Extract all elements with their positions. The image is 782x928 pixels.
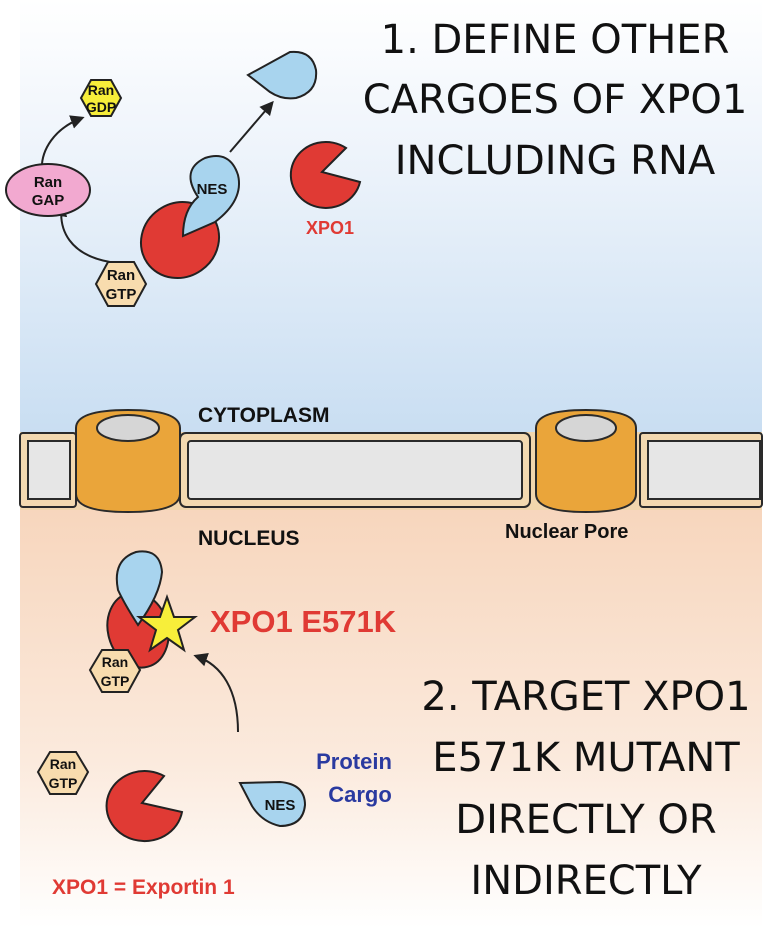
nes-label: NES bbox=[265, 797, 296, 814]
ran-gdp-label: GDP bbox=[86, 99, 116, 115]
xpo1-label: XPO1 bbox=[306, 218, 354, 238]
ran-gtp-hexagon bbox=[88, 649, 142, 693]
goal-2-line: DIRECTLY OR bbox=[455, 797, 716, 843]
nes-cargo-shape bbox=[181, 155, 240, 238]
cytoplasm-label: CYTOPLASM bbox=[198, 404, 329, 427]
mutation-star-icon bbox=[136, 593, 198, 653]
released-cargo-icon bbox=[246, 50, 318, 100]
nucleus-label: NUCLEUS bbox=[198, 527, 300, 550]
mutant-complex: Ran GTP bbox=[88, 550, 198, 693]
export-complex-cytoplasm: NES Ran GTP bbox=[94, 155, 240, 307]
nes-label: NES bbox=[197, 181, 228, 198]
mutant-cargo-shape bbox=[115, 550, 164, 627]
nuclear-pore-label: Nuclear Pore bbox=[505, 521, 628, 543]
protein-cargo-label: Protein bbox=[316, 749, 392, 774]
free-ran-gtp-nucleus: Ran GTP bbox=[36, 751, 90, 795]
goal-1-heading: 1. DEFINE OTHER CARGOES OF XPO1 INCLUDIN… bbox=[363, 17, 748, 184]
mutant-label: XPO1 E571K bbox=[210, 604, 397, 639]
free-xpo1-cytoplasm: XPO1 bbox=[289, 141, 362, 238]
xpo1-legend: XPO1 = Exportin 1 bbox=[52, 876, 235, 899]
goal-1-line: 1. DEFINE OTHER bbox=[381, 17, 730, 63]
ran-gap-label: GAP bbox=[32, 192, 65, 209]
goal-2-line: E571K MUTANT bbox=[432, 735, 740, 781]
protein-cargo-label: Cargo bbox=[328, 782, 392, 807]
cargo-binding-arrow bbox=[193, 653, 239, 733]
nuclear-pore-right bbox=[535, 408, 637, 514]
free-xpo1-nucleus bbox=[105, 770, 184, 842]
free-nes-cargo: NES bbox=[238, 780, 307, 828]
ran-gtp-hexagon bbox=[94, 261, 148, 307]
ran-gtp-label: Ran bbox=[102, 654, 128, 670]
ran-gdp-icon: Ran GDP bbox=[79, 79, 123, 117]
nuclear-envelope bbox=[19, 432, 763, 510]
goal-1-line: CARGOES OF XPO1 bbox=[363, 77, 748, 123]
goal-1-line: INCLUDING RNA bbox=[395, 138, 716, 184]
ran-gap-icon: Ran GAP bbox=[5, 163, 91, 217]
ran-gdp-label: Ran bbox=[88, 82, 114, 98]
ran-gtp-label: GTP bbox=[106, 286, 137, 303]
goal-2-heading: 2. TARGET XPO1 E571K MUTANT DIRECTLY OR … bbox=[421, 674, 750, 904]
ran-gtp-label: GTP bbox=[101, 673, 130, 689]
ran-gtp-label: Ran bbox=[50, 756, 76, 772]
cytoplasm-region bbox=[20, 0, 762, 432]
cargo-release-arrow bbox=[229, 100, 274, 153]
nuclear-pore-left bbox=[75, 408, 181, 514]
ran-gtp-label: GTP bbox=[49, 775, 78, 791]
ran-gtp-label: Ran bbox=[107, 267, 135, 284]
goal-2-line: 2. TARGET XPO1 bbox=[421, 674, 750, 720]
ran-gap-label: Ran bbox=[34, 174, 62, 191]
goal-2-line: INDIRECTLY bbox=[470, 858, 702, 904]
